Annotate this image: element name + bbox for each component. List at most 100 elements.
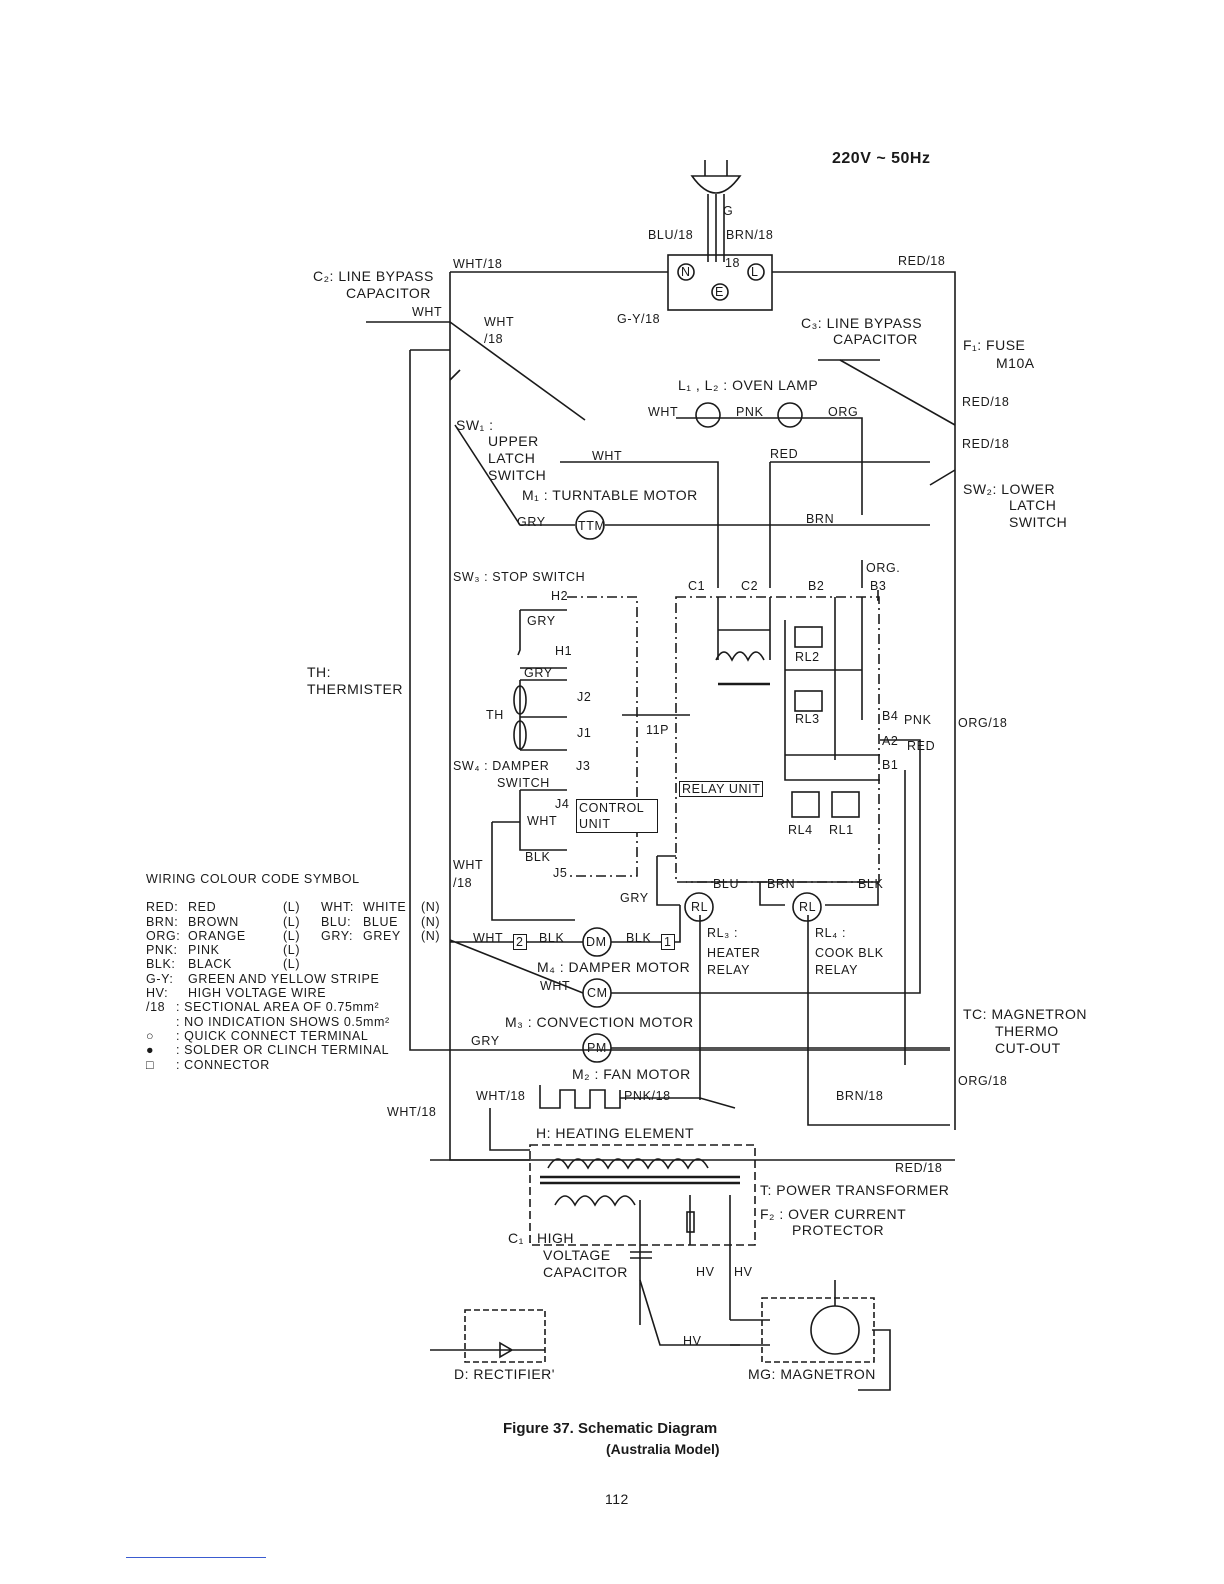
c3-capacitor: CAPACITOR (833, 331, 918, 347)
label-lamp-org: ORG (828, 405, 859, 419)
sw2-title: SW₂: LOWER (963, 481, 1056, 497)
label-blk-rl: BLK (858, 877, 884, 891)
sw1-title: SW₁ : (456, 417, 494, 433)
legend-colour: ORANGE (188, 928, 246, 943)
label-wht-c2: WHT (412, 305, 443, 319)
oven-lamp-title: L₁ , L₂ : OVEN LAMP (678, 377, 819, 393)
legend-code: BLU: (321, 914, 352, 929)
label-blk-dm1: BLK (539, 931, 565, 945)
label-red-b: RED (770, 447, 799, 461)
m4-title: M₄ : DAMPER MOTOR (537, 959, 691, 975)
connector-c2: C2 (741, 579, 759, 593)
label-gry-rl: GRY (620, 891, 649, 905)
label-blu-rl: BLU (713, 877, 740, 891)
label-wht18-top: WHT/18 (453, 257, 503, 271)
motor-dm: DM (586, 935, 607, 949)
legend-row: /18 : SECTIONAL AREA OF 0.75mm² (146, 1000, 440, 1014)
figure-subcaption: (Australia Model) (606, 1441, 720, 1457)
c1-voltage: VOLTAGE (543, 1247, 611, 1263)
tc-thermo: THERMO (995, 1023, 1059, 1039)
label-blk-dm2: BLK (626, 931, 652, 945)
sw3-title: SW₃ : STOP SWITCH (453, 570, 586, 584)
connector-j3: J3 (576, 759, 591, 773)
legend-code: G-Y: (146, 971, 174, 986)
relay-unit-outline (567, 596, 880, 883)
wiring-colour-legend: WIRING COLOUR CODE SYMBOL RED:RED(L)WHT:… (146, 872, 440, 1072)
legend-code: BRN: (146, 914, 179, 929)
label-gry-h2: GRY (527, 614, 556, 628)
label-th: TH (486, 708, 504, 722)
f2-protector: PROTECTOR (792, 1222, 885, 1238)
c1-title: C₁ : HIGH (508, 1230, 575, 1246)
legend-pole: (L) (283, 943, 301, 958)
legend-colour: RED (188, 900, 217, 915)
legend-code: RED: (146, 900, 179, 915)
legend-desc: : SOLDER OR CLINCH TERMINAL (176, 1043, 390, 1058)
terminal-block (667, 254, 773, 311)
relay-rl1: RL1 (829, 823, 854, 837)
thermister-label: THERMISTER (307, 681, 403, 697)
terminal-l: L (751, 265, 759, 279)
connector-symbol: □ (146, 1057, 155, 1072)
connector-c1: C1 (688, 579, 706, 593)
rl4-title: RL₄ : (815, 926, 847, 940)
sw1-switch: SWITCH (488, 467, 547, 483)
legend-row: PNK:PINK(L) (146, 943, 440, 957)
legend-row: ○: QUICK CONNECT TERMINAL (146, 1029, 440, 1043)
legend-colour: BROWN (188, 914, 239, 929)
legend-pole: (N) (421, 914, 441, 929)
label-lamp-pnk: PNK (736, 405, 764, 419)
legend-code: /18 (146, 1000, 166, 1015)
c1-capacitor: CAPACITOR (543, 1264, 628, 1280)
m3-title: M₃ : CONVECTION MOTOR (505, 1014, 694, 1030)
quick-connect-symbol: ○ (146, 1028, 155, 1043)
rl3-heater: HEATER (707, 946, 761, 960)
m1-title: M₁ : TURNTABLE MOTOR (522, 487, 698, 503)
label-red18-top: RED/18 (898, 254, 946, 268)
label-blu18: BLU/18 (648, 228, 694, 242)
c3-title: C₃: LINE BYPASS (801, 315, 923, 331)
f1-value: M10A (996, 355, 1035, 371)
sw4-switch: SWITCH (497, 776, 550, 790)
label-red18-bottom: RED/18 (895, 1161, 943, 1175)
figure-caption: Figure 37. Schematic Diagram (503, 1420, 718, 1437)
sw2-latch: LATCH (1009, 497, 1057, 513)
transformer (430, 1144, 756, 1325)
c2-title: C₂: LINE BYPASS (313, 268, 434, 284)
label-lamp-wht: WHT (648, 405, 679, 419)
unit-label: UNIT (579, 817, 611, 831)
legend-colour: GREEN AND YELLOW STRIPE (188, 971, 380, 986)
label-blk-sw4: BLK (525, 850, 551, 864)
legend-code: ORG: (146, 928, 181, 943)
transformer-title: T: POWER TRANSFORMER (760, 1182, 950, 1198)
label-gry-ttm: GRY (517, 515, 546, 529)
label-hv-c: HV (683, 1334, 702, 1348)
label-wht-a: WHT (484, 315, 515, 329)
label-wht18-left: WHT/18 (387, 1105, 437, 1119)
label-org-dot: ORG. (866, 561, 901, 575)
label-18-a: /18 (484, 332, 504, 346)
legend-desc: : SECTIONAL AREA OF 0.75mm² (176, 1000, 380, 1015)
legend-row: HV:HIGH VOLTAGE WIRE (146, 986, 440, 1000)
label-g: G (723, 204, 734, 218)
connector-box-1: 1 (661, 934, 675, 950)
terminal-18: 18 (725, 256, 741, 270)
label-gry-h1: GRY (524, 666, 553, 680)
legend-pole: (N) (421, 900, 441, 915)
legend-pole: (L) (283, 957, 301, 972)
legend-row: □: CONNECTOR (146, 1058, 440, 1072)
sw4-title: SW₄ : DAMPER (453, 759, 550, 773)
connector-j5: J5 (553, 866, 568, 880)
relay-coil-rl-a: RL (691, 900, 709, 914)
label-brn-rl: BRN (767, 877, 796, 891)
m2-title: M₂ : FAN MOTOR (572, 1066, 691, 1082)
legend-colour: HIGH VOLTAGE WIRE (188, 986, 327, 1001)
label-wht18-h: WHT/18 (476, 1089, 526, 1103)
legend-pole: (N) (421, 928, 441, 943)
connector-h2: H2 (551, 589, 569, 603)
relay-coil-rl-b: RL (799, 900, 817, 914)
connector-h1: H1 (555, 644, 573, 658)
